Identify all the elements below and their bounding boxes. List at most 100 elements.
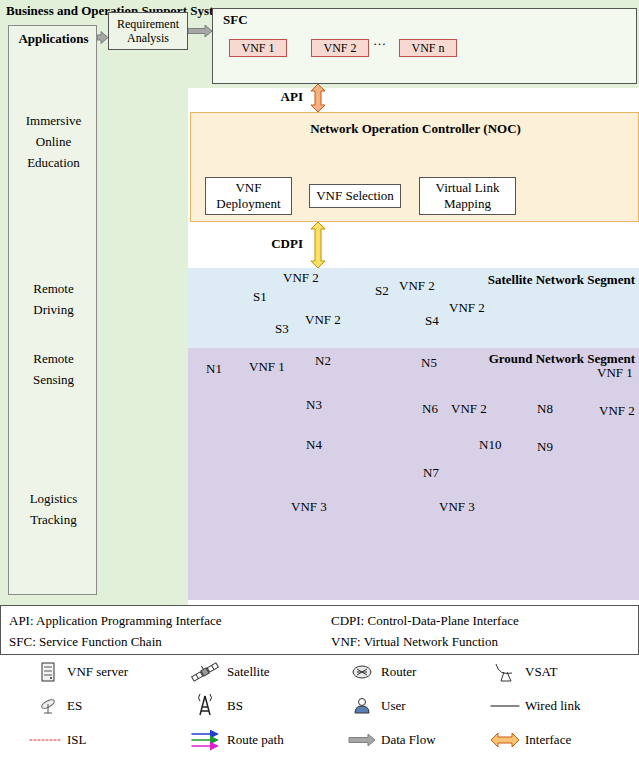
panel-line (196, 674, 199, 678)
legend-text: Route path (226, 733, 285, 747)
element-label: VNF 2 (448, 301, 486, 315)
element-label: N3 (305, 398, 323, 412)
data-flow-arrow (97, 32, 108, 44)
route-sample (192, 739, 217, 741)
node-heading: VNF Selection (310, 185, 400, 207)
panel-line (212, 665, 215, 669)
process-box: Requirement Analysis (108, 12, 188, 50)
node-heading: Requirement Analysis (109, 13, 187, 49)
element-label: VNF 2 (304, 313, 342, 327)
ground-segment-band: Ground Network Segment (188, 348, 639, 600)
element-label: VNF 2 (282, 271, 320, 285)
vsat-icon (496, 664, 512, 681)
element-label: VNF 3 (290, 500, 328, 514)
node-text: Remote Driving (13, 279, 94, 321)
node-heading: Satellite Network Segment (488, 272, 635, 288)
node-heading: VNF Deployment (206, 178, 291, 214)
server-slot (44, 667, 52, 668)
server-slot (44, 675, 52, 676)
server-led (50, 677, 52, 679)
vnf-server-icon (42, 663, 54, 681)
function-box: Virtual Link Mapping (419, 177, 516, 215)
element-label: S4 (424, 314, 440, 328)
element-label: N6 (421, 402, 439, 416)
route-sample (192, 745, 217, 747)
support-system-ground (0, 0, 639, 605)
router-arrows (357, 669, 367, 675)
signal (199, 694, 212, 701)
vnf-box: VNF 2 (311, 39, 369, 57)
pole (44, 704, 52, 713)
element-label: VNF 1 (596, 366, 634, 380)
legend-text: BS (226, 699, 244, 713)
isl-sample (30, 739, 60, 740)
ellipsis-label: ··· (372, 37, 387, 51)
node-heading: VNF 1 (230, 40, 286, 56)
node-text: Logistics Tracking (13, 489, 94, 531)
user-head (359, 699, 366, 706)
function-box: VNF Deployment (205, 177, 292, 215)
tower (200, 696, 210, 715)
solar-panel (207, 663, 218, 672)
node-heading: Network Operation Controller (NOC) (191, 121, 639, 137)
earth-station-icon (40, 698, 55, 713)
element-label: VNF 2 (398, 279, 436, 293)
user-body (355, 706, 369, 713)
stand (501, 672, 511, 681)
element-label: VNF 2 (598, 404, 636, 418)
legend-text: Interface (524, 733, 572, 747)
node-text: Immersive Online Education (13, 111, 94, 173)
legend-text: Data Flow (380, 733, 437, 747)
element-label: N1 (205, 362, 223, 376)
element-label: N2 (314, 354, 332, 368)
element-label: N9 (536, 440, 554, 454)
sfc-box: SFC VNF 1 VNF 2 VNF n (212, 8, 637, 84)
interface-arrow (311, 84, 325, 112)
function-box: VNF Selection (309, 184, 401, 208)
node-heading: API: Application Programming Interface (9, 613, 222, 629)
legend-text: Wired link (524, 699, 581, 713)
abbreviation-box: API: Application Programming Interface CD… (0, 605, 639, 655)
element-label: N8 (536, 402, 554, 416)
element-label: S3 (274, 322, 290, 336)
node-text: CDPI: Control-Data-Plane Interface (331, 613, 519, 629)
router-icon (353, 666, 371, 678)
element-label: VNF 2 (450, 402, 488, 416)
interface-sample (491, 733, 519, 747)
data-flow-arrow (188, 25, 212, 37)
satellite-icon (189, 659, 218, 682)
controller-box: Network Operation Controller (NOC) VNF De… (190, 112, 639, 222)
element-label: S2 (374, 284, 390, 298)
node-heading: Applications (9, 31, 98, 47)
solar-panel (192, 672, 203, 681)
element-label: S1 (252, 290, 268, 304)
legend-text: User (380, 699, 407, 713)
interface-label: CDPI (270, 237, 304, 251)
node-text: Remote Sensing (13, 349, 94, 391)
applications-box: ApplicationsImmersive Online EducationRe… (8, 25, 97, 595)
user-icon (355, 699, 369, 714)
node-heading: VNF 2 (312, 40, 368, 56)
legend-text: VNF server (66, 665, 129, 679)
node-heading: VNF n (400, 40, 456, 56)
data-flow-sample (349, 734, 375, 746)
legend-text: Router (380, 665, 417, 679)
node-text: SFC: Service Function Chain (9, 634, 162, 650)
element-label: N10 (478, 438, 502, 452)
base-station-icon (199, 694, 212, 715)
node-heading: Ground Network Segment (489, 351, 635, 367)
vnf-box: VNF n (399, 39, 457, 57)
legend-text: Satellite (226, 665, 271, 679)
route-sample (192, 733, 217, 735)
element-label: VNF 1 (248, 360, 286, 374)
server-body (42, 663, 54, 681)
node-heading: SFC (223, 12, 248, 28)
node-text: VNF: Virtual Network Function (331, 634, 498, 650)
wired-link-sample (491, 705, 519, 706)
element-label: N4 (305, 438, 323, 452)
vnf-box: VNF 1 (229, 39, 287, 57)
node-heading: Virtual Link Mapping (420, 178, 515, 214)
interface-label: API (280, 90, 304, 104)
